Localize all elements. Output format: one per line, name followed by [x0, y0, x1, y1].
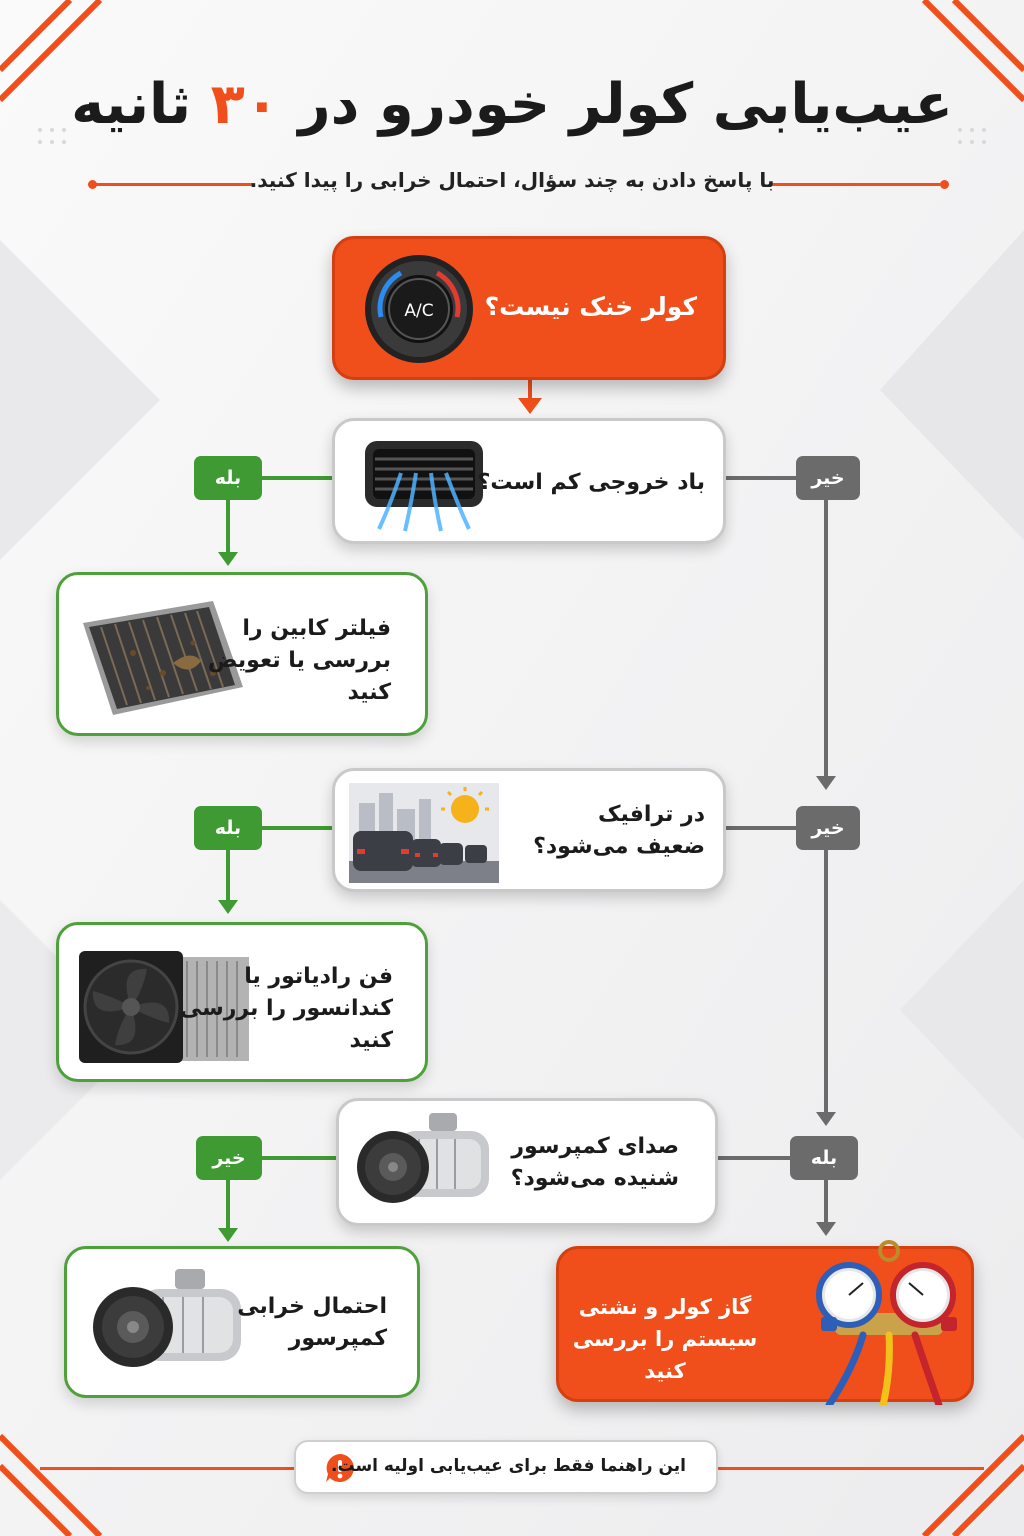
refrigerant-leak-card[interactable]: گاز کولر و نشتی سیستم را بررسی کنید: [556, 1240, 974, 1405]
footer-note-text: این راهنما فقط برای عیب‌یابی اولیه است.: [331, 1456, 686, 1476]
subtitle-dot-left: [88, 180, 97, 189]
q3-no-badge: خیر: [196, 1136, 262, 1180]
compressor-fault-action: احتمال خرابی کمپرسور: [237, 1291, 387, 1355]
cabin-filter-action: فیلتر کابین را بررسی یا تعویض کنید: [208, 613, 391, 709]
traffic-sun-icon: [349, 783, 499, 883]
title-number: ۳۰: [210, 72, 280, 137]
q2-question: در ترافیک ضعیف می‌شود؟: [533, 799, 705, 863]
radiator-fan-line-1: فن رادیاتور یا: [244, 964, 393, 989]
subtitle-line-left: [96, 183, 252, 186]
radiator-fan-card[interactable]: فن رادیاتور یا کندانسور را بررسی کنید: [56, 922, 428, 1082]
radiator-fan-line-3: کنید: [349, 1028, 393, 1053]
q2-card[interactable]: در ترافیک ضعیف می‌شود؟: [332, 768, 726, 892]
compressor-fault-line-1: احتمال خرابی: [237, 1294, 387, 1319]
radiator-fan-action: فن رادیاتور یا کندانسور را بررسی کنید: [180, 961, 393, 1057]
q3-question: صدای کمپرسور شنیده می‌شود؟: [511, 1131, 679, 1195]
q3-question-line-1: صدای کمپرسور: [511, 1134, 679, 1159]
cabin-filter-line-3: کنید: [347, 680, 391, 705]
q1-yes-badge: بله: [194, 456, 262, 500]
page-title: عیب‌یابی کولر خودرو در ۳۰ ثانیه: [0, 72, 1024, 137]
compressor-fault-line-2: کمپرسور: [288, 1326, 387, 1351]
q1-card[interactable]: باد خروجی کم است؟: [332, 418, 726, 544]
q1-question: باد خروجی کم است؟: [477, 470, 705, 495]
subtitle-line-right: [772, 183, 940, 186]
compressor-icon: [357, 1113, 489, 1203]
footer-line-left: [40, 1467, 294, 1470]
radiator-fan-icon: [79, 951, 249, 1063]
gauge-manifold-icon: [816, 1240, 957, 1405]
q3-yes-badge: بله: [790, 1136, 858, 1180]
footer-note: این راهنما فقط برای عیب‌یابی اولیه است.: [294, 1440, 718, 1494]
cabin-filter-line-1: فیلتر کابین را: [242, 616, 391, 641]
q2-no-badge: خیر: [796, 806, 860, 850]
subtitle: با پاسخ دادن به چند سؤال، احتمال خرابی ر…: [249, 168, 775, 192]
refrigerant-leak-line-2: سیستم را بررسی کنید: [572, 1327, 758, 1383]
cabin-filter-icon: [83, 601, 243, 715]
q2-question-line-2: ضعیف می‌شود؟: [533, 834, 705, 859]
title-end: ثانیه: [71, 72, 211, 137]
warning-icon: [326, 1454, 354, 1482]
q2-question-line-1: در ترافیک: [597, 802, 705, 827]
air-vent-icon: [365, 441, 483, 532]
compressor-fault-card[interactable]: احتمال خرابی کمپرسور: [64, 1246, 420, 1398]
cabin-filter-card[interactable]: فیلتر کابین را بررسی یا تعویض کنید: [56, 572, 428, 736]
start-card[interactable]: A/C کولر خنک نیست؟: [332, 236, 726, 380]
footer-line-right: [718, 1467, 984, 1470]
subtitle-dot-right: [940, 180, 949, 189]
q3-card[interactable]: صدای کمپرسور شنیده می‌شود؟: [336, 1098, 718, 1226]
q1-no-badge: خیر: [796, 456, 860, 500]
ac-dial-icon: A/C: [365, 255, 473, 363]
start-question: کولر خنک نیست؟: [484, 292, 697, 321]
q3-question-line-2: شنیده می‌شود؟: [510, 1166, 679, 1191]
refrigerant-leak-line-1: گاز کولر و نشتی: [578, 1295, 752, 1319]
radiator-fan-line-2: کندانسور را بررسی: [179, 996, 393, 1021]
q2-yes-badge: بله: [194, 806, 262, 850]
cabin-filter-line-2: بررسی یا تعویض: [207, 648, 391, 673]
title-main: عیب‌یابی کولر خودرو در: [278, 72, 953, 137]
ac-dial-label: A/C: [404, 301, 433, 321]
refrigerant-leak-action: گاز کولر و نشتی سیستم را بررسی کنید: [559, 1291, 771, 1387]
compressor-icon: [93, 1269, 241, 1367]
